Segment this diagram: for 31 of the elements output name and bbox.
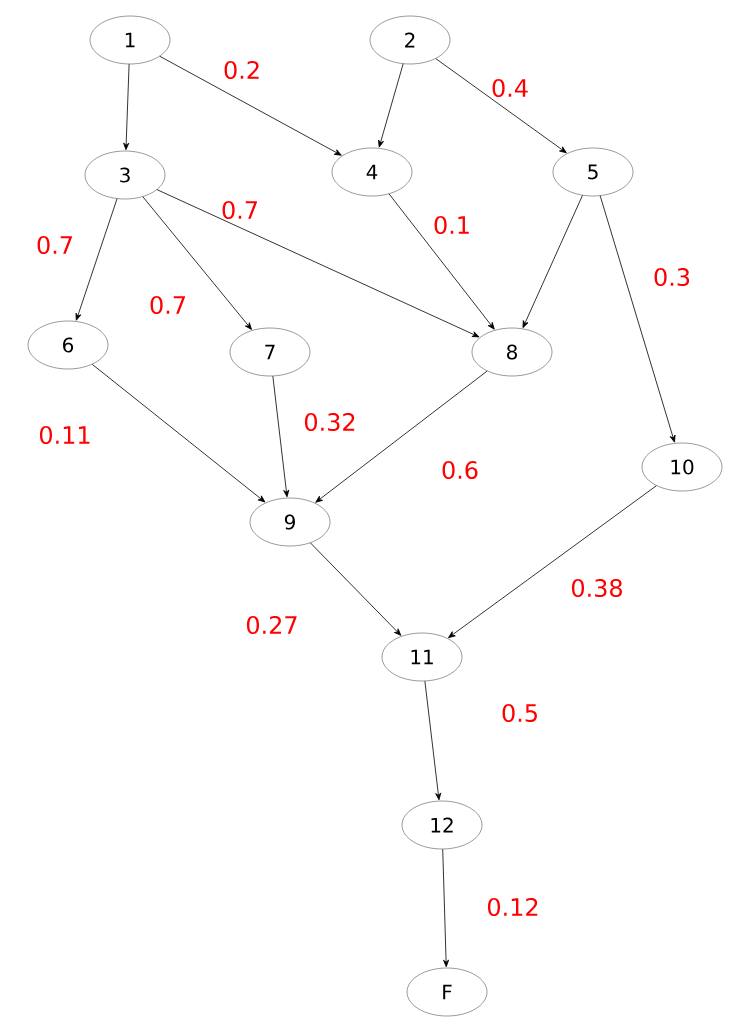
edge-label: 0.32	[304, 412, 355, 432]
edge-label: 0.6	[442, 460, 478, 480]
arrow	[123, 63, 130, 151]
edge-label: 0.3	[654, 267, 690, 287]
arrow	[159, 55, 342, 156]
arrow	[599, 195, 676, 443]
arrow	[272, 375, 290, 498]
arrow	[142, 196, 252, 330]
arrow	[424, 680, 442, 801]
edge-label: 0.12	[487, 897, 538, 917]
arrow	[448, 485, 657, 639]
arrow	[156, 189, 480, 338]
arrow	[388, 193, 495, 330]
edge-label: 0.5	[502, 703, 537, 723]
edge-label: 0.38	[571, 578, 622, 598]
edge-label: 0.1	[434, 215, 469, 235]
arrow	[315, 370, 488, 503]
arrow	[310, 542, 402, 636]
arrow	[442, 848, 450, 968]
edge-label: 0.27	[246, 615, 297, 635]
edge-label: 0.7	[150, 295, 185, 315]
edge-label: 0.7	[37, 235, 72, 255]
edge-label: 0.2	[224, 60, 259, 80]
arrow	[75, 198, 118, 321]
arrow	[378, 63, 404, 148]
arrow	[522, 194, 583, 329]
edge-label: 0.11	[39, 425, 90, 445]
arrow	[435, 58, 567, 154]
arrow	[91, 363, 266, 503]
edge-label: 0.7	[222, 200, 257, 220]
edge-label: 0.4	[492, 78, 528, 98]
